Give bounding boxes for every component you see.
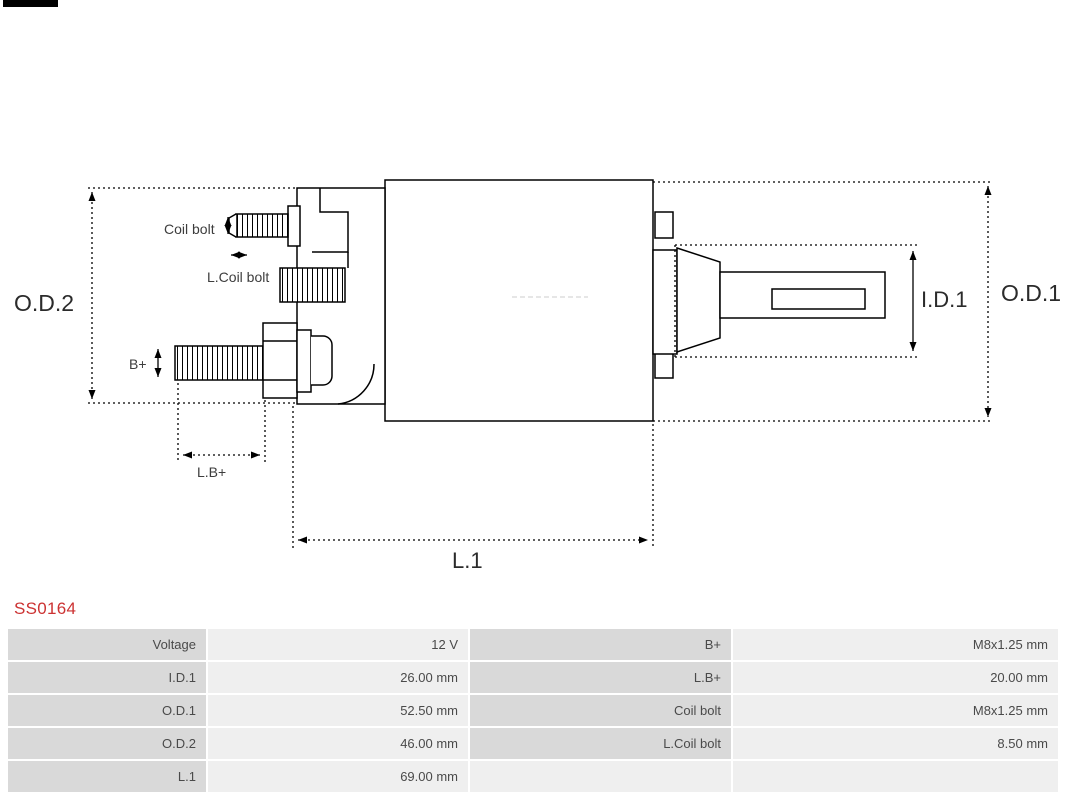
spec-value: 69.00 mm	[208, 761, 468, 792]
spec-value: 20.00 mm	[733, 662, 1058, 693]
logo-mark	[3, 0, 58, 7]
label-l1: L.1	[452, 548, 483, 573]
spec-label: O.D.1	[8, 695, 206, 726]
diagram-shapes	[174, 179, 886, 422]
diagram-labels: O.D.2 O.D.1 I.D.1 L.1 Coil bolt L.Coil b…	[14, 221, 1061, 573]
spec-value	[733, 761, 1058, 792]
spec-value: M8x1.25 mm	[733, 629, 1058, 660]
b-plus-nut	[262, 322, 298, 399]
plunger-cone	[676, 246, 721, 354]
spec-value: 26.00 mm	[208, 662, 468, 693]
coil-thread-collar	[279, 267, 346, 303]
solenoid-body	[384, 179, 654, 422]
spec-label: L.B+	[470, 662, 731, 693]
spec-label	[470, 761, 731, 792]
spec-label: I.D.1	[8, 662, 206, 693]
spec-label: Voltage	[8, 629, 206, 660]
spec-value: M8x1.25 mm	[733, 695, 1058, 726]
spec-value: 52.50 mm	[208, 695, 468, 726]
spec-value: 12 V	[208, 629, 468, 660]
spec-label: L.Coil bolt	[470, 728, 731, 759]
solenoid-diagram: O.D.2 O.D.1 I.D.1 L.1 Coil bolt L.Coil b…	[14, 179, 1061, 573]
coil-bolt-stud	[235, 213, 289, 238]
part-number: SS0164	[14, 599, 77, 618]
spec-value: 46.00 mm	[208, 728, 468, 759]
dimension-lines	[88, 186, 992, 544]
solenoid-drawing: O.D.2 O.D.1 I.D.1 L.1 Coil bolt L.Coil b…	[14, 179, 1061, 573]
spec-value: 8.50 mm	[733, 728, 1058, 759]
spec-label: Coil bolt	[470, 695, 731, 726]
spec-label: O.D.2	[8, 728, 206, 759]
label-id1: I.D.1	[921, 287, 967, 312]
label-coil-bolt: Coil bolt	[164, 221, 215, 237]
construction-lines	[88, 181, 993, 548]
label-od2: O.D.2	[14, 290, 74, 316]
terminal-bottom	[654, 351, 674, 379]
spec-label: B+	[470, 629, 731, 660]
b-plus-stud	[174, 345, 264, 381]
label-l-b-plus: L.B+	[197, 464, 226, 480]
label-l-coil-bolt: L.Coil bolt	[207, 269, 269, 285]
label-od1: O.D.1	[1001, 280, 1061, 306]
terminal-top	[654, 211, 674, 239]
label-b-plus: B+	[129, 356, 147, 372]
shaft-slot	[771, 288, 866, 310]
spec-label: L.1	[8, 761, 206, 792]
